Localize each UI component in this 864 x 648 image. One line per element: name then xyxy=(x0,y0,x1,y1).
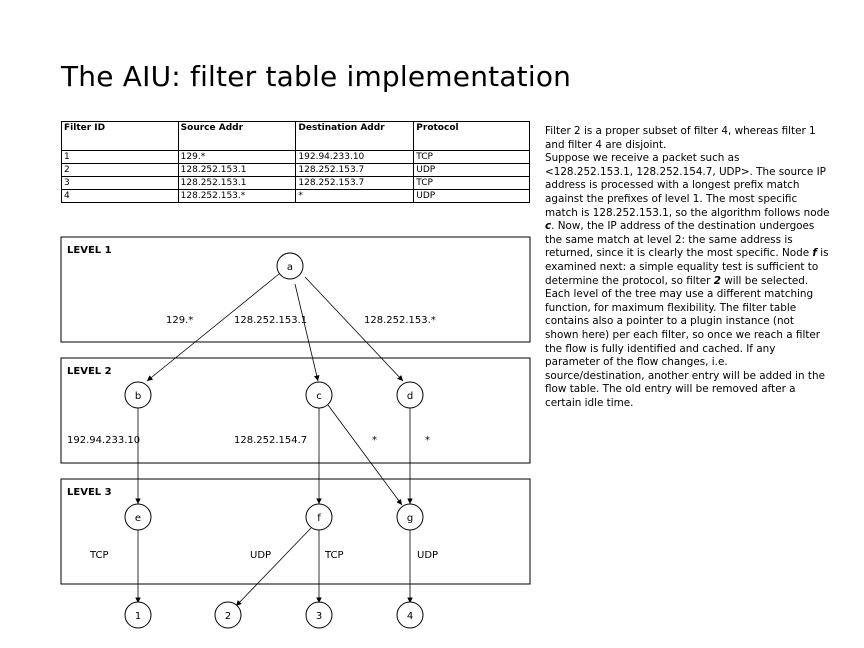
level-3-box xyxy=(60,478,531,585)
edge-a-d xyxy=(304,276,404,382)
edge-label-a-d: 128.252.153.* xyxy=(364,315,436,326)
edge-c-g xyxy=(327,404,403,506)
node-g: g xyxy=(396,503,424,531)
node-b: b xyxy=(124,381,152,409)
edge-a-b xyxy=(146,273,280,382)
description-text: Filter 2 is a proper subset of filter 4,… xyxy=(545,125,830,410)
edge-label-c-f: 128.252.154.7 xyxy=(234,435,307,446)
edge-label-e-1: TCP xyxy=(89,550,109,561)
node-f: f xyxy=(305,503,333,531)
edge-label-f-3: TCP xyxy=(324,550,344,561)
filter-table: Filter ID Source Addr Destination Addr P… xyxy=(61,121,530,203)
node-3: 3 xyxy=(305,601,333,629)
svg-text:1: 1 xyxy=(135,611,141,622)
table-cell: UDP xyxy=(413,189,530,203)
svg-text:c: c xyxy=(316,391,322,402)
level-1-box xyxy=(60,236,531,343)
description-paragraph-2: Suppose we receive a packet such as <128… xyxy=(545,152,830,287)
header-filter-id: Filter ID xyxy=(61,121,179,151)
edge-label-c-g: * xyxy=(372,435,377,446)
emphasis-node-c: c xyxy=(545,220,552,233)
node-d: d xyxy=(396,381,424,409)
svg-text:f: f xyxy=(317,513,321,524)
svg-text:b: b xyxy=(135,391,141,402)
slide-title: The AIU: filter table implementation xyxy=(61,60,572,93)
node-a: a xyxy=(276,252,304,280)
emphasis-filter-2: 2 xyxy=(713,274,721,287)
svg-text:g: g xyxy=(407,513,413,524)
header-destination-addr: Destination Addr xyxy=(295,121,415,151)
table-cell: * xyxy=(295,189,415,203)
svg-text:a: a xyxy=(287,262,293,273)
svg-text:2: 2 xyxy=(225,611,231,622)
level-2-label: LEVEL 2 xyxy=(67,366,112,377)
table-header-row: Filter ID Source Addr Destination Addr P… xyxy=(61,121,530,151)
edge-label-g-4: UDP xyxy=(417,550,438,561)
description-paragraph-1: Filter 2 is a proper subset of filter 4,… xyxy=(545,125,816,151)
node-2: 2 xyxy=(214,601,242,629)
level-1-label: LEVEL 1 xyxy=(67,245,112,256)
table-cell: 4 xyxy=(61,189,179,203)
level-2-box xyxy=(60,357,531,464)
table-row: 2 128.252.153.1 128.252.153.7 UDP xyxy=(61,163,530,177)
table-row: 4 128.252.153.* * UDP xyxy=(61,189,530,203)
header-protocol: Protocol xyxy=(413,121,530,151)
edge-f-2 xyxy=(235,527,312,607)
node-e: e xyxy=(124,503,152,531)
node-1: 1 xyxy=(124,601,152,629)
emphasis-node-f: f xyxy=(812,247,817,260)
edge-a-c xyxy=(294,283,320,382)
table-row: 1 129.* 192.94.233.10 TCP xyxy=(61,150,530,164)
edge-label-a-c: 128.252.153.1 xyxy=(234,315,307,326)
node-c: c xyxy=(305,381,333,409)
level-3-label: LEVEL 3 xyxy=(67,487,112,498)
edge-label-f-2: UDP xyxy=(250,550,271,561)
node-4: 4 xyxy=(396,601,424,629)
edge-label-d-g: * xyxy=(425,435,430,446)
svg-text:3: 3 xyxy=(316,611,322,622)
edge-label-a-b: 129.* xyxy=(166,315,193,326)
svg-text:e: e xyxy=(135,513,141,524)
edge-label-b-e: 192.94.233.10 xyxy=(67,435,140,446)
svg-text:4: 4 xyxy=(407,611,413,622)
description-paragraph-3: Each level of the tree may use a differe… xyxy=(545,288,825,409)
table-row: 3 128.252.153.1 128.252.153.7 TCP xyxy=(61,176,530,190)
svg-text:d: d xyxy=(407,391,413,402)
